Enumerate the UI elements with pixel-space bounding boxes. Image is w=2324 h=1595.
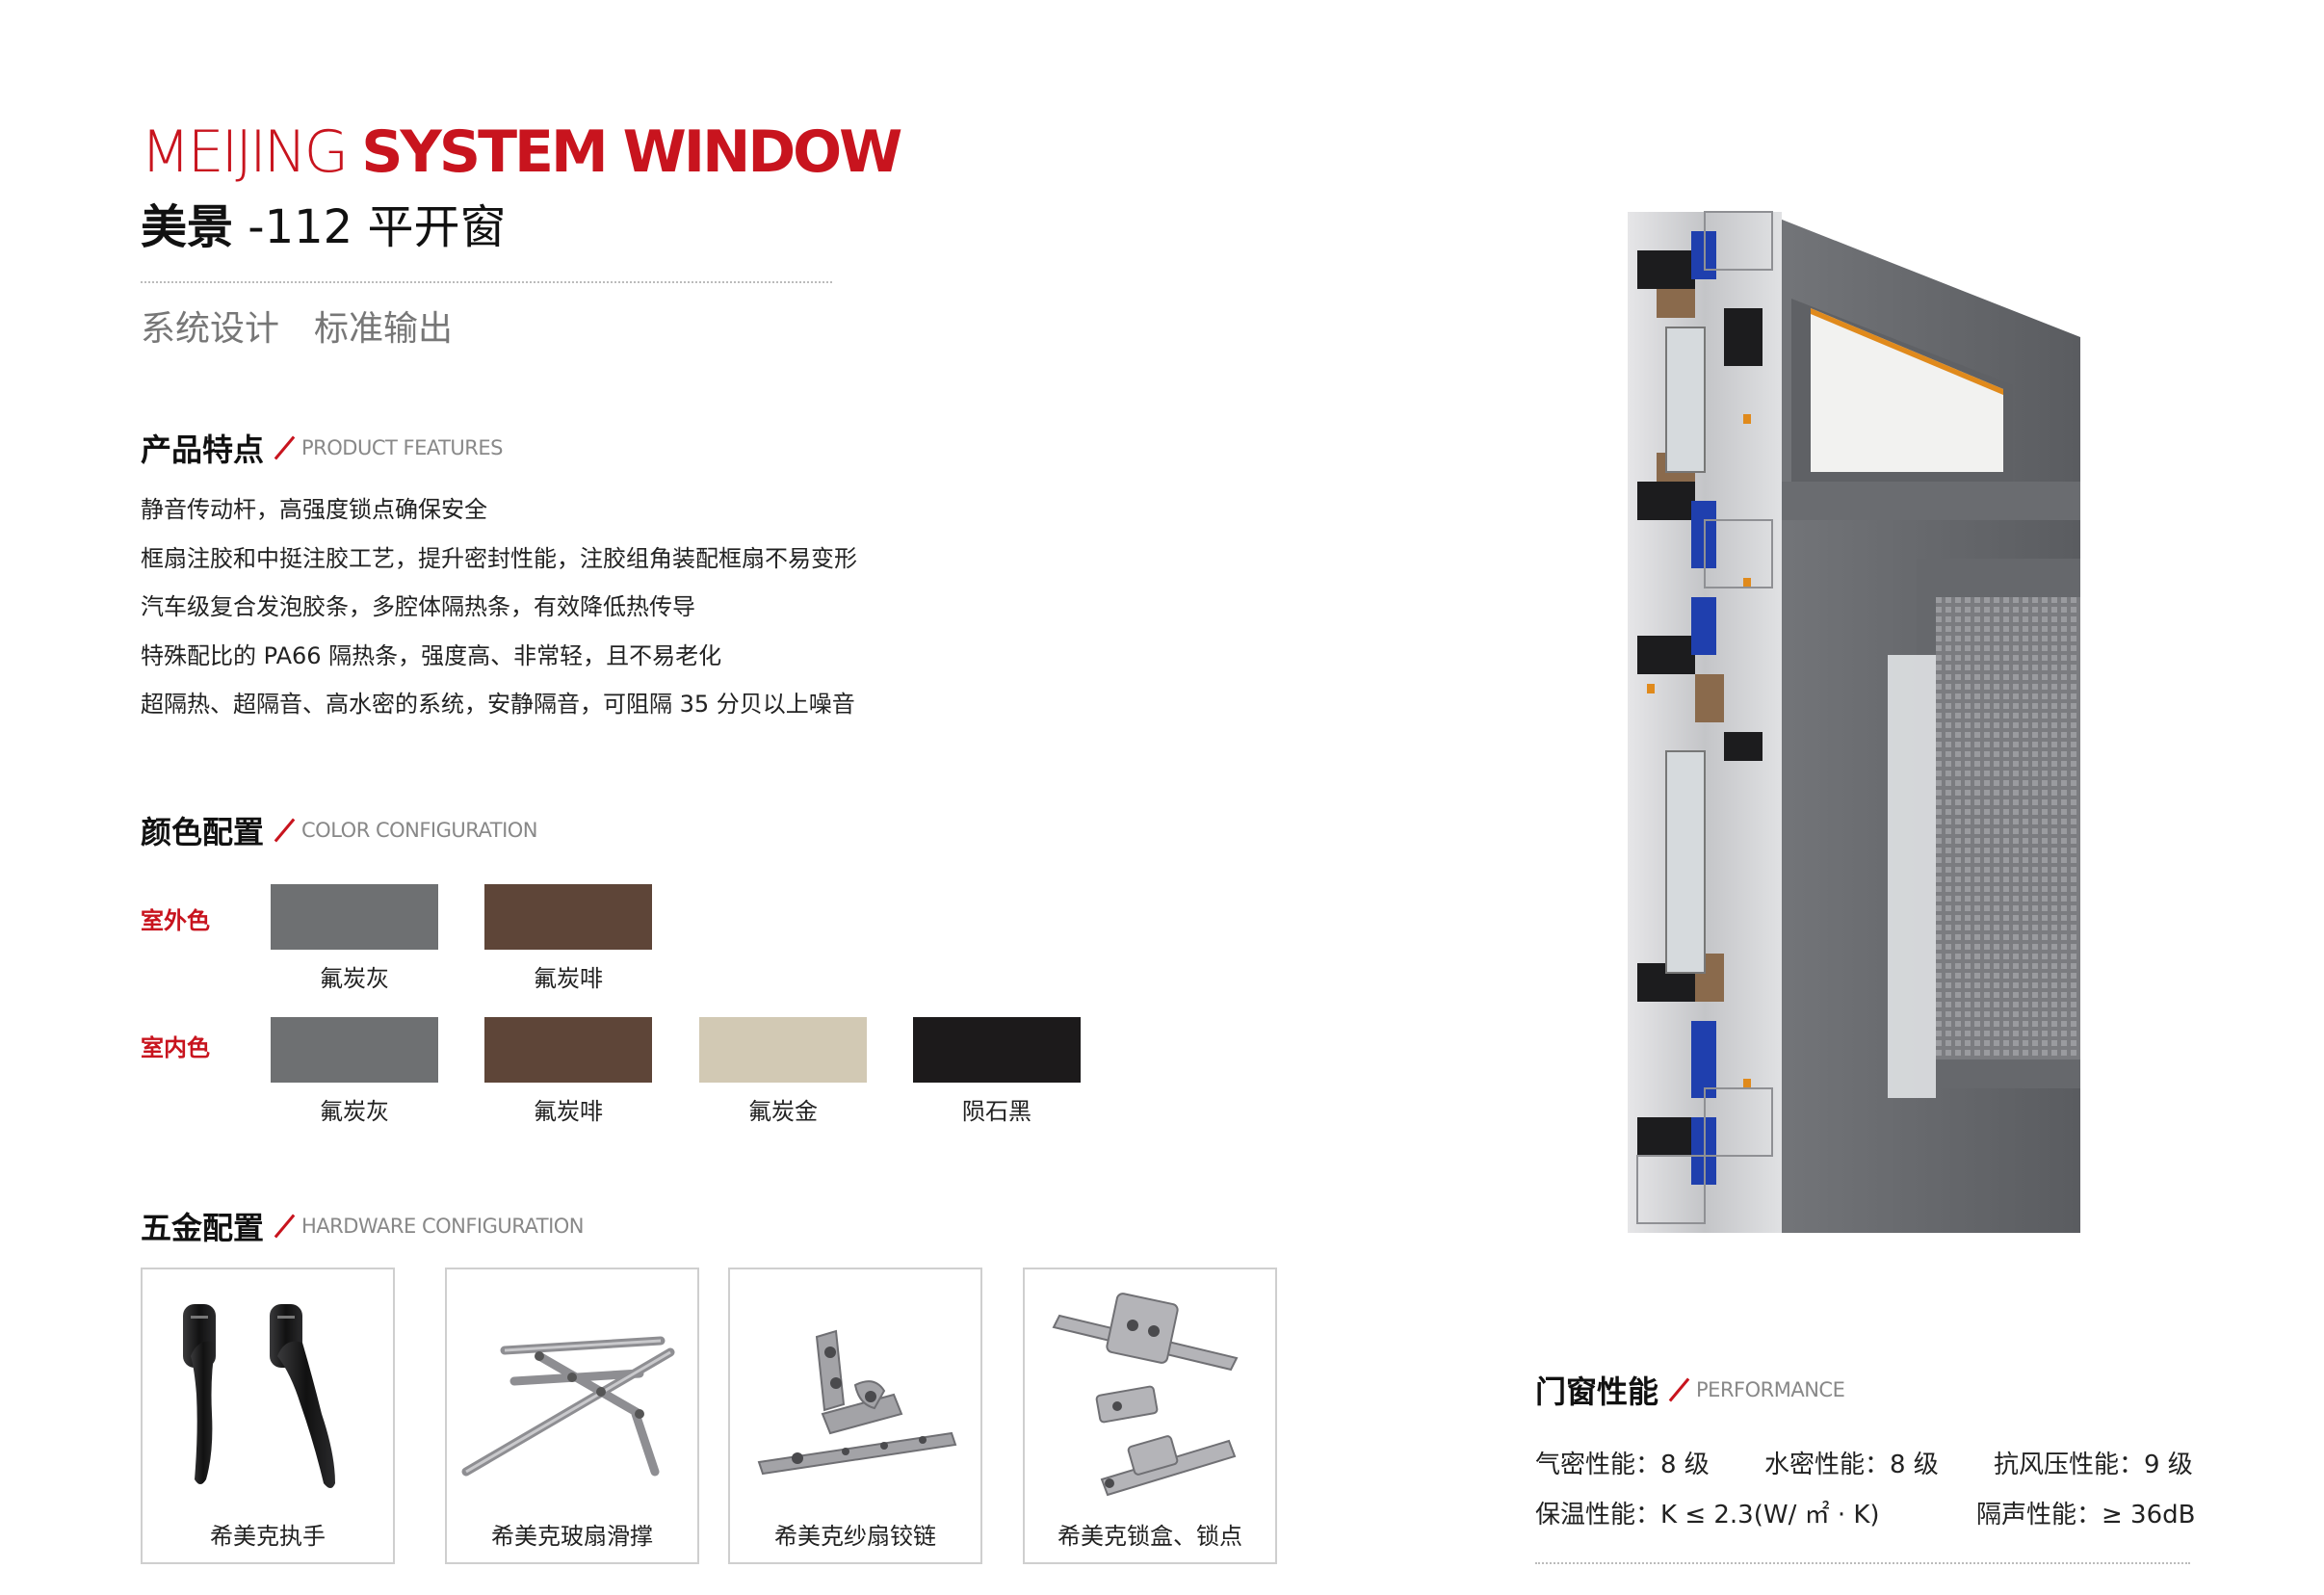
color-chip xyxy=(913,1017,1081,1083)
perf-wind-pressure: 抗风压性能：9 级 xyxy=(1994,1451,2193,1479)
colors-subtitle: COLOR CONFIGURATION xyxy=(301,819,538,842)
window-handle-icon xyxy=(183,1304,335,1488)
features-title: 产品特点 xyxy=(141,431,265,468)
color-name: 氟炭啡 xyxy=(534,965,603,992)
hardware-card-friction-stay: 希美克玻扇滑撑 xyxy=(445,1268,699,1564)
color-name: 氟炭啡 xyxy=(534,1098,603,1125)
hinge-icon xyxy=(757,1329,957,1476)
colors-title: 颜色配置 xyxy=(141,814,265,850)
lock-box-icon xyxy=(1052,1293,1239,1497)
model-title: 美景 -112 平开窗 xyxy=(141,196,506,258)
friction-stay-icon xyxy=(461,1336,675,1477)
color-chip xyxy=(699,1017,867,1083)
features-heading: 产品特点 PRODUCT FEATURES xyxy=(141,426,503,470)
performance-subtitle: PERFORMANCE xyxy=(1696,1378,1845,1401)
slash-divider xyxy=(274,818,296,843)
indoor-swatch: 氟炭啡 xyxy=(484,1017,652,1126)
outdoor-swatch: 氟炭啡 xyxy=(484,884,652,993)
color-chip xyxy=(271,884,438,950)
model-series: 美景 xyxy=(141,200,234,254)
slash-divider xyxy=(274,435,296,460)
indoor-color-label: 室内色 xyxy=(141,1034,210,1061)
color-chip xyxy=(484,884,652,950)
slogan: 系统设计标准输出 xyxy=(141,306,487,353)
feature-list: 静音传动杆，高强度锁点确保安全 框扇注胶和中挺注胶工艺，提升密封性能，注胶组角装… xyxy=(141,485,857,729)
slash-divider xyxy=(1668,1377,1690,1402)
hardware-heading: 五金配置 HARDWARE CONFIGURATION xyxy=(141,1204,585,1248)
slash-divider xyxy=(274,1214,296,1239)
color-name: 氟炭金 xyxy=(748,1098,818,1125)
feature-item: 超隔热、超隔音、高水密的系统，安静隔音，可阻隔 35 分贝以上噪音 xyxy=(141,691,855,718)
performance-heading: 门窗性能 PERFORMANCE xyxy=(1535,1368,1845,1412)
feature-item: 汽车级复合发泡胶条，多腔体隔热条，有效降低热传导 xyxy=(141,593,695,620)
indoor-swatch: 氟炭灰 xyxy=(271,1017,438,1126)
features-subtitle: PRODUCT FEATURES xyxy=(301,436,503,459)
indoor-swatch: 氟炭金 xyxy=(699,1017,867,1126)
outdoor-color-label: 室外色 xyxy=(141,907,210,934)
colors-heading: 颜色配置 COLOR CONFIGURATION xyxy=(141,808,538,852)
perf-thermal: 保温性能：K ≤ 2.3(W/ ㎡ · K) xyxy=(1535,1501,1880,1530)
indoor-swatch: 陨石黑 xyxy=(913,1017,1081,1126)
perf-water-tightness: 水密性能：8 级 xyxy=(1764,1451,1939,1479)
hardware-card-handle: 希美克执手 xyxy=(141,1268,395,1564)
brand-product-line: SYSTEM WINDOW xyxy=(361,118,902,186)
color-name: 氟炭灰 xyxy=(320,1098,389,1125)
color-chip xyxy=(271,1017,438,1083)
hardware-caption: 希美克锁盒、锁点 xyxy=(1058,1523,1242,1550)
header-divider xyxy=(141,281,832,283)
hardware-caption: 希美克执手 xyxy=(210,1523,326,1550)
hardware-card-lock-box: 希美克锁盒、锁点 xyxy=(1023,1268,1277,1564)
window-section-icon xyxy=(1628,211,2080,1233)
perf-sound: 隔声性能：≥ 36dB xyxy=(1976,1501,2196,1530)
color-name: 氟炭灰 xyxy=(320,965,389,992)
performance-title: 门窗性能 xyxy=(1535,1373,1659,1410)
hardware-card-hinge: 希美克纱扇铰链 xyxy=(728,1268,982,1564)
hardware-caption: 希美克玻扇滑撑 xyxy=(491,1523,653,1550)
brand-name: MEIJING xyxy=(141,118,349,186)
slogan-part-1: 系统设计 xyxy=(141,309,280,349)
hardware-caption: 希美克纱扇铰链 xyxy=(774,1523,936,1550)
hardware-title: 五金配置 xyxy=(141,1210,265,1246)
feature-item: 静音传动杆，高强度锁点确保安全 xyxy=(141,496,487,523)
perf-air-tightness: 气密性能：8 级 xyxy=(1535,1451,1710,1479)
color-name: 陨石黑 xyxy=(962,1098,1031,1125)
outdoor-swatch: 氟炭灰 xyxy=(271,884,438,993)
hardware-subtitle: HARDWARE CONFIGURATION xyxy=(301,1215,585,1238)
performance-divider xyxy=(1535,1562,2190,1564)
brand-title: MEIJING SYSTEM WINDOW xyxy=(141,114,902,191)
slogan-part-2: 标准输出 xyxy=(314,309,454,349)
feature-item: 框扇注胶和中挺注胶工艺，提升密封性能，注胶组角装配框扇不易变形 xyxy=(141,544,857,572)
model-name: -112 平开窗 xyxy=(248,200,507,254)
feature-item: 特殊配比的 PA66 隔热条，强度高、非常轻，且不易老化 xyxy=(141,641,722,669)
color-chip xyxy=(484,1017,652,1083)
